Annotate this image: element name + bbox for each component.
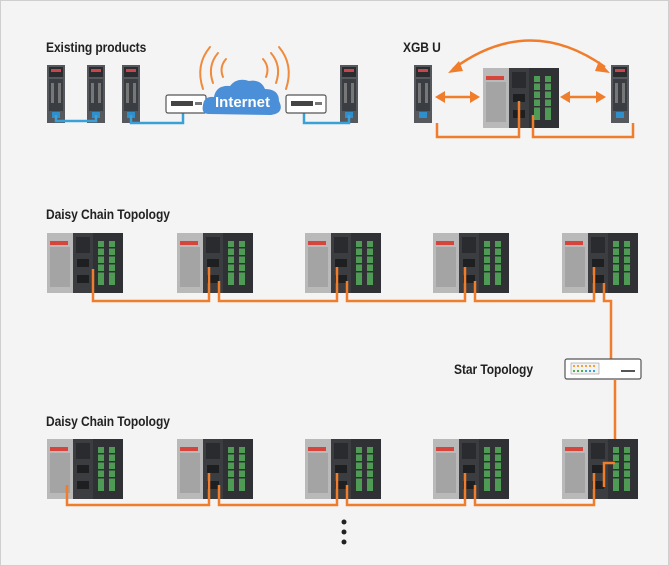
blue-link: [302, 113, 351, 125]
daisy-chain-top-links: [91, 267, 613, 361]
ethernet-switch-icon: [165, 94, 207, 114]
old-plc-4: [340, 65, 358, 123]
old-plc-2: [87, 65, 105, 123]
old-plc-3: [122, 65, 140, 123]
daisy-chain-top-label: Daisy Chain Topology: [46, 206, 170, 222]
plc-unit: [433, 439, 509, 499]
orange-link: [531, 115, 635, 139]
internet-cloud-icon: Internet: [202, 79, 281, 115]
xgbu-plc: [483, 68, 559, 128]
old-plc-xgb-right: [611, 65, 629, 123]
daisy-chain-bottom-label: Daisy Chain Topology: [46, 413, 170, 429]
orange-link: [435, 101, 521, 139]
ethernet-switch-icon: [285, 94, 327, 114]
ellipsis-dots-icon: [341, 519, 347, 545]
plc-unit: [305, 233, 381, 293]
existing-products-label: Existing products: [46, 39, 147, 55]
wifi-signal-icon: [199, 46, 290, 90]
plc-unit: [562, 439, 638, 499]
plc-unit: [47, 233, 123, 293]
orange-link-arc: [452, 39, 606, 71]
plc-unit: [177, 233, 253, 293]
plc-unit: [305, 439, 381, 499]
plc-unit: [433, 233, 509, 293]
daisy-chain-bottom-links: [65, 461, 615, 507]
old-plc-1: [47, 65, 65, 123]
plc-unit: [47, 439, 123, 499]
internet-label: Internet: [215, 94, 270, 111]
plc-unit: [562, 233, 638, 293]
xgbu-label: XGB U: [403, 39, 441, 55]
blue-link: [54, 115, 98, 123]
plc-unit: [177, 439, 253, 499]
star-switch-icon: [564, 358, 642, 380]
old-plc-xgb-left: [414, 65, 432, 123]
star-topology-label: Star Topology: [454, 361, 533, 377]
blue-link: [129, 113, 185, 125]
